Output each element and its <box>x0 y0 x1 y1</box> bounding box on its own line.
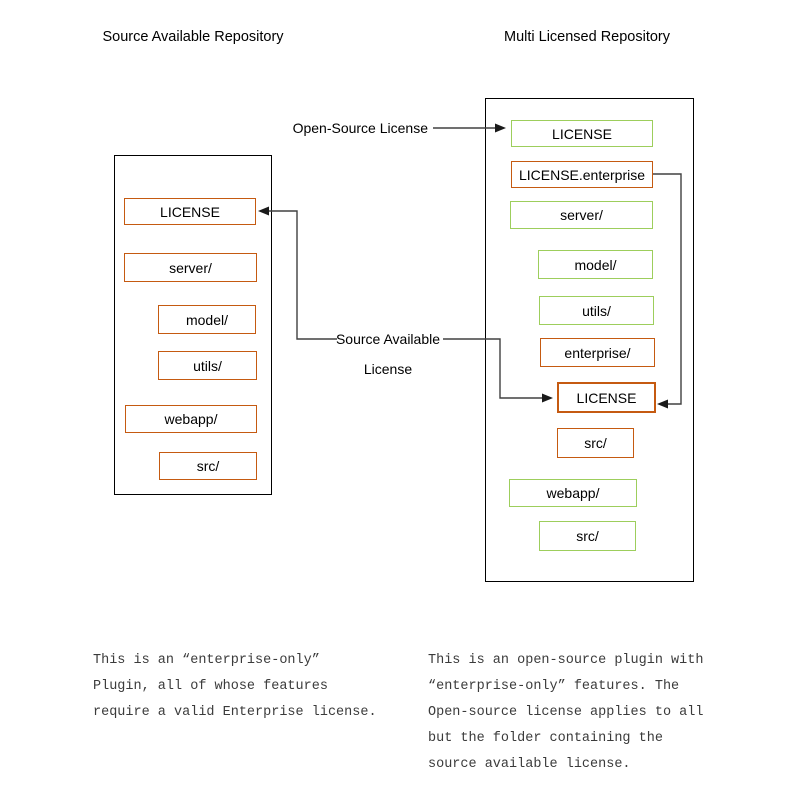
right-box-server: server/ <box>510 201 653 229</box>
source-available-license-label-line2: License <box>363 361 413 377</box>
note-line: “enterprise-only” features. The <box>428 679 680 694</box>
right-box-model: model/ <box>538 250 653 279</box>
note-line: This is an “enterprise-only” <box>93 653 320 668</box>
note-line: This is an open-source plugin with <box>428 653 704 668</box>
right-box-license-enterprise-file: LICENSE.enterprise <box>511 161 653 188</box>
note-line: require a valid Enterprise license. <box>93 705 377 720</box>
right-box-license-sourceavailable: LICENSE <box>557 382 656 413</box>
left-box-model: model/ <box>158 305 256 334</box>
source-available-license-label-line1: Source Available <box>335 331 441 347</box>
right-box-src: src/ <box>539 521 636 551</box>
right-box-license-opensource: LICENSE <box>511 120 653 147</box>
left-repo-title: Source Available Repository <box>102 29 284 45</box>
right-repo-note: This is an open-source plugin with “ente… <box>428 648 748 778</box>
left-box-license: LICENSE <box>124 198 256 225</box>
left-box-src: src/ <box>159 452 257 480</box>
right-box-src-enterprise: src/ <box>557 428 634 458</box>
open-source-license-label: Open-Source License <box>292 120 428 136</box>
right-box-webapp: webapp/ <box>509 479 637 507</box>
left-box-webapp: webapp/ <box>125 405 257 433</box>
left-box-server: server/ <box>124 253 257 282</box>
right-repo-title: Multi Licensed Repository <box>503 29 671 45</box>
note-line: but the folder containing the <box>428 731 663 746</box>
left-repo-note: This is an “enterprise-only” Plugin, all… <box>93 648 393 726</box>
right-box-enterprise-folder: enterprise/ <box>540 338 655 367</box>
left-box-utils: utils/ <box>158 351 257 380</box>
source-available-license-label: Source Available License <box>310 324 466 384</box>
note-line: Plugin, all of whose features <box>93 679 328 694</box>
note-line: source available license. <box>428 757 631 772</box>
note-line: Open-source license applies to all <box>428 705 704 720</box>
right-box-utils: utils/ <box>539 296 654 325</box>
